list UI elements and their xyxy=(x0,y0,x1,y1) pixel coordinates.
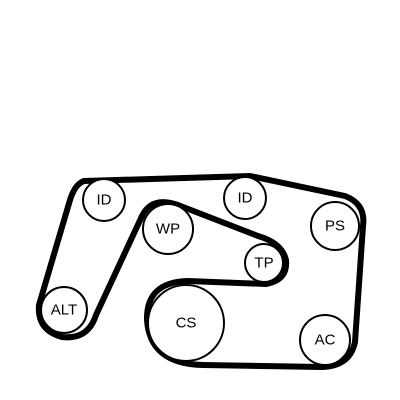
pulley-tensioner: TP xyxy=(244,243,284,283)
pulley-label-idler-top: ID xyxy=(238,190,253,207)
pulley-label-power-steering: PS xyxy=(325,218,345,235)
pulley-water-pump: WP xyxy=(142,203,194,255)
pulley-alternator: ALT xyxy=(40,286,88,334)
serpentine-belt xyxy=(35,173,367,370)
pulley-crankshaft: CS xyxy=(147,284,225,362)
pulley-label-air-conditioning: AC xyxy=(315,332,336,349)
pulley-power-steering: PS xyxy=(310,201,360,251)
pulley-label-tensioner: TP xyxy=(254,255,273,272)
pulley-label-crankshaft: CS xyxy=(176,315,197,332)
pulley-air-conditioning: AC xyxy=(299,314,351,366)
pulley-idler-top: ID xyxy=(223,176,267,220)
pulley-label-alternator: ALT xyxy=(51,302,77,319)
pulley-idler-left: ID xyxy=(82,178,126,222)
pulley-label-idler-left: ID xyxy=(97,192,112,209)
pulley-label-water-pump: WP xyxy=(156,221,180,238)
